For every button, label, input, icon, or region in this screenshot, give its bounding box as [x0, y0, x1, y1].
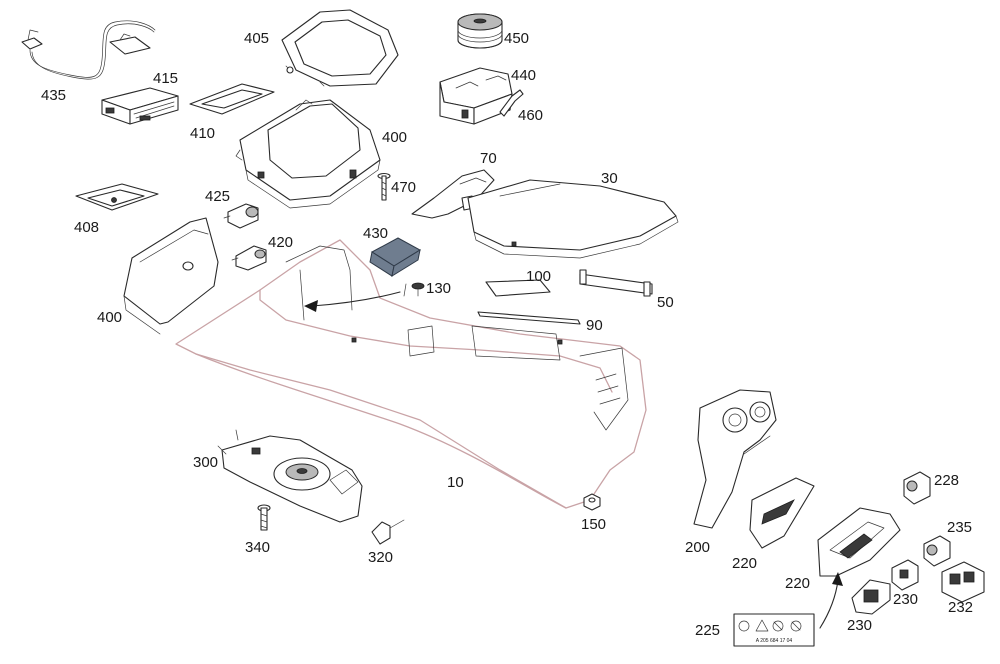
- label-50: 50: [657, 294, 674, 311]
- label-425: 425: [205, 188, 230, 205]
- label-420: 420: [268, 234, 293, 251]
- part-200-vent-panel: [693, 389, 777, 529]
- label-450: 450: [504, 30, 529, 47]
- label-90: 90: [586, 317, 603, 334]
- part-430-component: [369, 237, 421, 278]
- part-300-speaker-unit: [217, 429, 363, 523]
- label-400-left: 400: [97, 309, 122, 326]
- sticker-part-number: A 205 684 17 04: [756, 638, 793, 644]
- assembly-arrow-lower: [819, 572, 843, 629]
- label-408: 408: [74, 219, 99, 236]
- part-400-tray-left: [123, 217, 219, 335]
- label-70: 70: [480, 150, 497, 167]
- label-430: 430: [363, 225, 388, 242]
- part-225-warning-label: A 205 684 17 04: [733, 613, 815, 647]
- part-232-switch: [941, 561, 985, 603]
- assembly-arrow-upper: [304, 291, 401, 312]
- part-235-switch: [923, 535, 951, 567]
- label-435: 435: [41, 87, 66, 104]
- part-400-compartment-top: [235, 99, 381, 209]
- label-30: 30: [601, 170, 618, 187]
- part-408-mat: [75, 183, 159, 211]
- label-232: 232: [948, 599, 973, 616]
- part-130-screw: [403, 282, 425, 297]
- label-150: 150: [581, 516, 606, 533]
- part-150-nut: [583, 493, 601, 511]
- part-30-armrest-lid: [467, 179, 679, 259]
- label-225: 225: [695, 622, 720, 639]
- label-220-b: 220: [785, 575, 810, 592]
- part-410-gasket: [189, 83, 275, 115]
- label-300: 300: [193, 454, 218, 471]
- label-405: 405: [244, 30, 269, 47]
- part-220-tray-a: [749, 477, 815, 549]
- label-340: 340: [245, 539, 270, 556]
- label-200: 200: [685, 539, 710, 556]
- part-405-frame: [281, 9, 399, 87]
- part-425-switch: [223, 203, 259, 229]
- part-230-switch-b: [851, 579, 891, 615]
- label-460: 460: [518, 107, 543, 124]
- label-130: 130: [426, 280, 451, 297]
- label-320: 320: [368, 549, 393, 566]
- part-320-sensor: [371, 519, 405, 545]
- part-435-harness: [21, 20, 156, 80]
- label-410: 410: [190, 125, 215, 142]
- part-420-switch: [231, 245, 267, 271]
- part-230-switch-a: [891, 559, 919, 591]
- label-470: 470: [391, 179, 416, 196]
- part-440-housing: [439, 67, 513, 125]
- part-460-clip: [499, 89, 524, 117]
- part-100-pad: [485, 279, 551, 297]
- part-415-module: [101, 87, 179, 125]
- part-340-screw: [257, 504, 271, 531]
- label-235: 235: [947, 519, 972, 536]
- label-10: 10: [447, 474, 464, 491]
- part-470-screw: [377, 172, 391, 201]
- part-90-rod: [477, 311, 581, 325]
- part-228-switch: [903, 471, 931, 505]
- part-10-center-console: [175, 239, 647, 509]
- part-220-panel-b: [817, 507, 901, 577]
- label-228: 228: [934, 472, 959, 489]
- label-100: 100: [526, 268, 551, 285]
- part-450-knob: [457, 13, 503, 49]
- label-220-a: 220: [732, 555, 757, 572]
- label-230-b: 230: [847, 617, 872, 634]
- label-415: 415: [153, 70, 178, 87]
- label-440: 440: [511, 67, 536, 84]
- label-400-top: 400: [382, 129, 407, 146]
- label-230-a: 230: [893, 591, 918, 608]
- part-50-bracket: [579, 269, 653, 297]
